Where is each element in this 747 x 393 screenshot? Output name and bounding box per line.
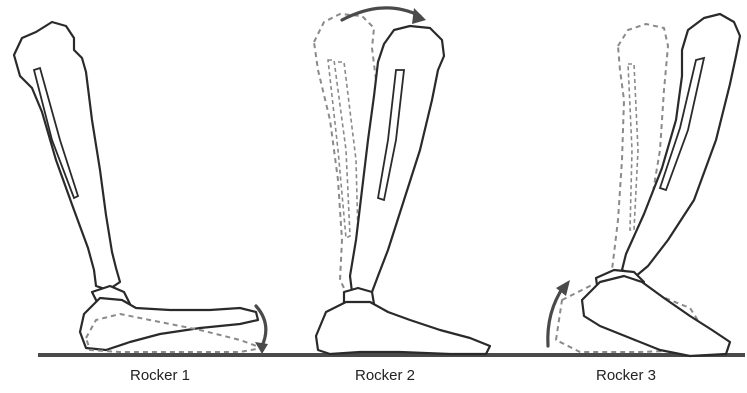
rocker-1-leg — [14, 22, 130, 310]
rocker-2-arrow — [342, 8, 426, 24]
rocker-2-caption: Rocker 2 — [305, 367, 465, 384]
rocker-1-foot — [80, 298, 262, 352]
rocker-3-caption: Rocker 3 — [546, 367, 706, 384]
rocker-3-arrow — [548, 280, 570, 346]
rocker-2-leg — [344, 26, 444, 308]
rocker-3-foot — [582, 276, 730, 356]
rocker-1-caption: Rocker 1 — [80, 367, 240, 384]
rocker-2-foot — [316, 302, 490, 354]
